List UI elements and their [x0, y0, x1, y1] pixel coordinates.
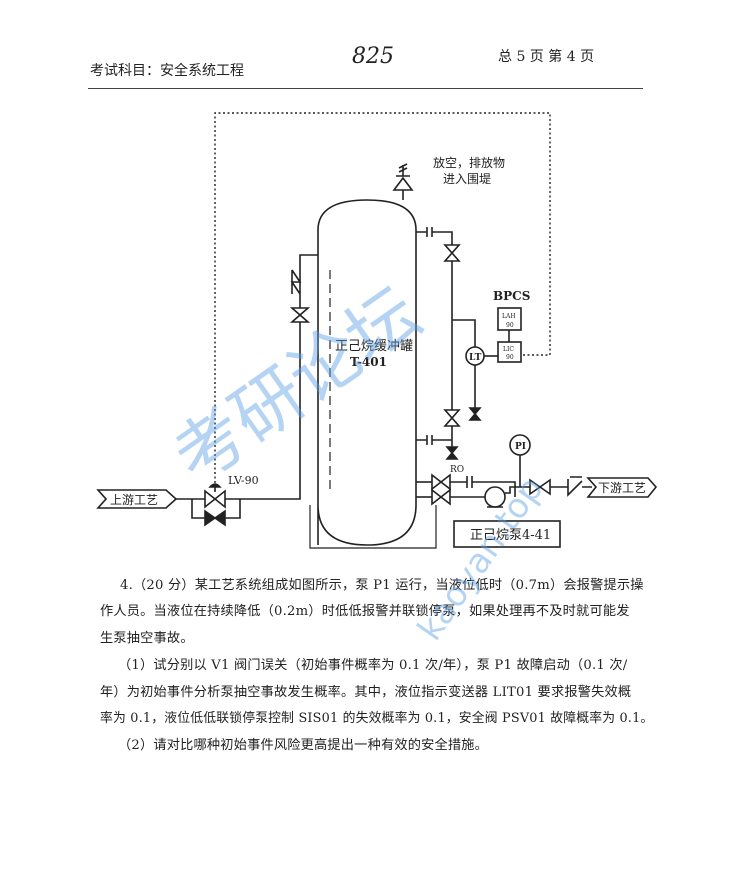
exam-subject: 考试科目：安全系统工程 — [90, 63, 244, 79]
lv90-label: LV-90 — [228, 474, 259, 487]
outlet-valve-icon — [431, 488, 451, 506]
lah-label: LAH — [502, 313, 516, 320]
tank-t401 — [317, 199, 417, 546]
tank-tag: T-401 — [350, 355, 387, 369]
lic-label: LIC — [503, 346, 514, 353]
vent-label-2: 进入围堤 — [443, 172, 491, 186]
question-line-1: 4.（20 分）某工艺系统组成如图所示，泵 P1 运行，当液位低时（0.7m）会… — [120, 578, 644, 593]
downstream-label: 下游工艺 — [598, 481, 646, 495]
lic-number: 90 — [506, 354, 514, 361]
lah-number: 90 — [506, 322, 514, 329]
page-info: 总 5 页 第 4 页 — [498, 49, 595, 65]
drain-valve-icon — [468, 407, 482, 421]
question-line-5: 年）为初始事件分析泵抽空事故发生概率。其中，液位指示变送器 LIT01 要求报警… — [100, 685, 632, 700]
tank-skirt — [309, 505, 437, 549]
question-line-7: （2）请对比哪种初始事件风险更高提出一种有效的安全措施。 — [118, 738, 489, 753]
question-line-3: 生泵抽空事故。 — [100, 631, 194, 646]
tank-name: 正己烷缓冲罐 — [335, 339, 413, 354]
question-line-4: （1）试分别以 V1 阀门误关（初始事件概率为 0.1 次/年），泵 P1 故障… — [118, 658, 628, 673]
mid-valve-icon — [443, 409, 461, 427]
vent-valve-icon — [392, 163, 414, 191]
pump-label-box — [453, 520, 561, 548]
question-line-6: 率为 0.1，液位低低联锁停泵控制 SIS01 的失效概率为 0.1，安全阀 P… — [100, 711, 654, 726]
downstream-check-valve-icon — [567, 476, 592, 497]
vent-label-1: 放空，排放物 — [433, 155, 505, 170]
downstream-arrow — [586, 477, 658, 498]
bpcs-label: BPCS — [493, 289, 530, 303]
upstream-label: 上游工艺 — [110, 493, 158, 507]
control-signal-line — [214, 112, 551, 492]
ro-valve-icon — [431, 473, 451, 491]
header-rule — [88, 88, 643, 89]
lt-label: LT — [469, 353, 482, 363]
question-line-2: 作人员。当液位在持续降低（0.2m）时低低报警并联锁停泵，如果处理再不及时就可能… — [100, 604, 630, 619]
left-gate-valve-icon — [289, 307, 311, 323]
downstream-valve-icon — [529, 478, 551, 496]
top-right-valve-icon — [443, 244, 461, 262]
check-valve-icon — [290, 269, 302, 295]
handwritten-code: 825 — [352, 44, 394, 69]
bypass-valve-icon — [204, 509, 226, 527]
pi-label: PI — [515, 442, 526, 452]
lv90-control-valve-icon — [204, 489, 226, 509]
ro-label: RO — [450, 465, 464, 475]
upstream-arrow — [96, 489, 178, 509]
pump-label: 正己烷泵4-41 — [470, 528, 551, 543]
